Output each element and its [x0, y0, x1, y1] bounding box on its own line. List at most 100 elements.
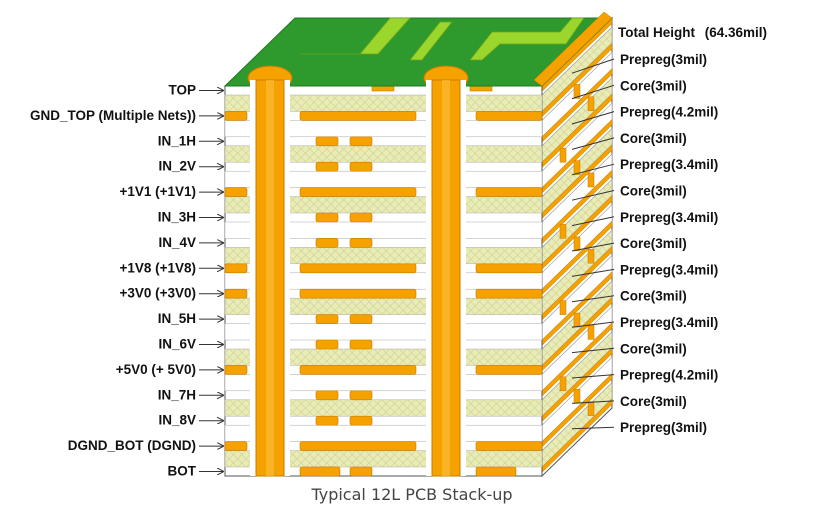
- copper-layer-front: [224, 288, 543, 299]
- copper-side-tab: [587, 325, 595, 340]
- copper-layer-front: [315, 339, 373, 350]
- copper-signal-pad: [349, 415, 373, 426]
- copper-layer-front: [315, 161, 373, 172]
- top-trace: [469, 17, 585, 61]
- dielectric-layer-label: Prepreg(4.2mil): [620, 105, 718, 120]
- copper-signal-pad: [349, 161, 373, 172]
- copper-signal-pad: [315, 161, 339, 172]
- dielectric-leader-line: [571, 137, 615, 150]
- copper-plane: [224, 365, 248, 375]
- dielectric-layer-label: Prepreg(3.4mil): [620, 315, 718, 330]
- dielectric-leader-line: [571, 190, 615, 201]
- copper-layer-front: [224, 263, 543, 274]
- dielectric-layer-labels: Prepreg(3mil) Core(3mil) Prepreg(4.2mil) Co…: [571, 52, 718, 435]
- via-left: [247, 65, 293, 477]
- copper-plane: [299, 365, 417, 375]
- dielectric-leader-line: [571, 321, 615, 328]
- copper-signal-pad: [315, 314, 339, 324]
- top-trace: [300, 17, 411, 55]
- copper-layer-front: [224, 187, 543, 197]
- dielectric-leader-line: [571, 347, 615, 354]
- copper-signal-pad: [315, 390, 339, 401]
- via-right: [423, 65, 469, 477]
- dielectric-leader-line: [571, 163, 615, 176]
- copper-signal-pad: [349, 466, 373, 477]
- copper-signal-pad: [315, 339, 339, 350]
- copper-signal-pad: [349, 390, 373, 401]
- copper-layer-label: IN_1H: [158, 133, 196, 148]
- dielectric-layer-label: Prepreg(4.2mil): [620, 368, 718, 383]
- dielectric-leader-line: [571, 58, 615, 74]
- copper-layer-label: IN_2V: [158, 159, 196, 174]
- copper-layer-label: IN_6V: [158, 337, 196, 352]
- plated-via-group: [247, 65, 469, 477]
- copper-layer-front: [315, 238, 373, 248]
- copper-pad: [299, 466, 341, 477]
- copper-plane: [299, 288, 417, 299]
- copper-layer-label: IN_8V: [158, 413, 196, 428]
- diagram-title: Typical 12L PCB Stack-up: [310, 485, 512, 504]
- top-edge-copper: [533, 11, 613, 87]
- copper-side-tab: [559, 376, 567, 392]
- copper-plane: [299, 441, 417, 451]
- dielectric-leader-line: [571, 111, 615, 125]
- copper-signal-pad: [315, 238, 339, 248]
- copper-layer-front: [315, 415, 373, 426]
- dielectric-layer-label: Core(3mil): [620, 184, 687, 199]
- copper-plane: [224, 111, 248, 121]
- copper-plane: [299, 187, 417, 197]
- copper-signal-pad: [315, 136, 339, 147]
- copper-side-tab: [573, 160, 581, 175]
- copper-layer-label: IN_3H: [158, 210, 196, 225]
- dielectric-leader-line: [571, 242, 615, 252]
- copper-layer-front: [224, 111, 543, 121]
- total-height-text: Total Height: [618, 25, 695, 40]
- dielectric-layer-label: Prepreg(3mil): [620, 52, 707, 67]
- copper-side-tab: [587, 96, 595, 112]
- copper-layer-label: +1V8 (+1V8): [119, 260, 196, 275]
- copper-side-tab: [573, 84, 581, 99]
- copper-side-tab: [573, 236, 581, 252]
- dielectric-layer-label: Core(3mil): [620, 236, 687, 251]
- copper-signal-pad: [349, 136, 373, 147]
- copper-side-tab: [587, 401, 595, 416]
- dielectric-leader-line: [571, 84, 615, 100]
- copper-layer-label: TOP: [168, 83, 196, 98]
- copper-signal-pad: [349, 314, 373, 324]
- copper-plane: [224, 263, 248, 274]
- copper-plane: [475, 441, 543, 451]
- dielectric-layer-label: Core(3mil): [620, 341, 687, 356]
- via-highlight: [442, 80, 450, 476]
- copper-plane: [475, 365, 543, 375]
- copper-pad: [475, 466, 517, 477]
- copper-layer-label: DGND_BOT (DGND): [68, 438, 196, 453]
- copper-side-tab: [573, 388, 581, 404]
- dielectric-layer-label: Prepreg(3mil): [620, 420, 707, 435]
- copper-layer-label: IN_5H: [158, 311, 196, 326]
- dielectric-leader-line: [571, 374, 615, 379]
- copper-side-tab: [559, 147, 567, 163]
- copper-plane: [224, 288, 248, 299]
- board-side-face: [541, 16, 613, 478]
- dielectric-layer-label: Prepreg(3.4mil): [620, 262, 718, 277]
- via-highlight: [266, 80, 274, 476]
- copper-plane: [475, 288, 543, 299]
- copper-layer-front: [315, 136, 373, 147]
- dielectric-leader-line: [571, 216, 615, 227]
- copper-side-tab: [587, 172, 595, 188]
- dielectric-layer-label: Core(3mil): [620, 78, 687, 93]
- copper-signal-pad: [315, 415, 339, 426]
- copper-plane: [299, 263, 417, 274]
- copper-layer-front: [224, 441, 543, 451]
- copper-plane: [475, 111, 543, 121]
- total-height-value: (64.36mil): [705, 25, 767, 40]
- copper-layer-front: [315, 390, 373, 401]
- copper-layer-label: IN_7H: [158, 387, 196, 402]
- copper-plane: [299, 111, 417, 121]
- copper-layer-front: [224, 365, 543, 375]
- dielectric-layer-label: Prepreg(3.4mil): [620, 157, 718, 172]
- copper-side-tab: [587, 248, 595, 264]
- copper-side-tab: [559, 224, 567, 239]
